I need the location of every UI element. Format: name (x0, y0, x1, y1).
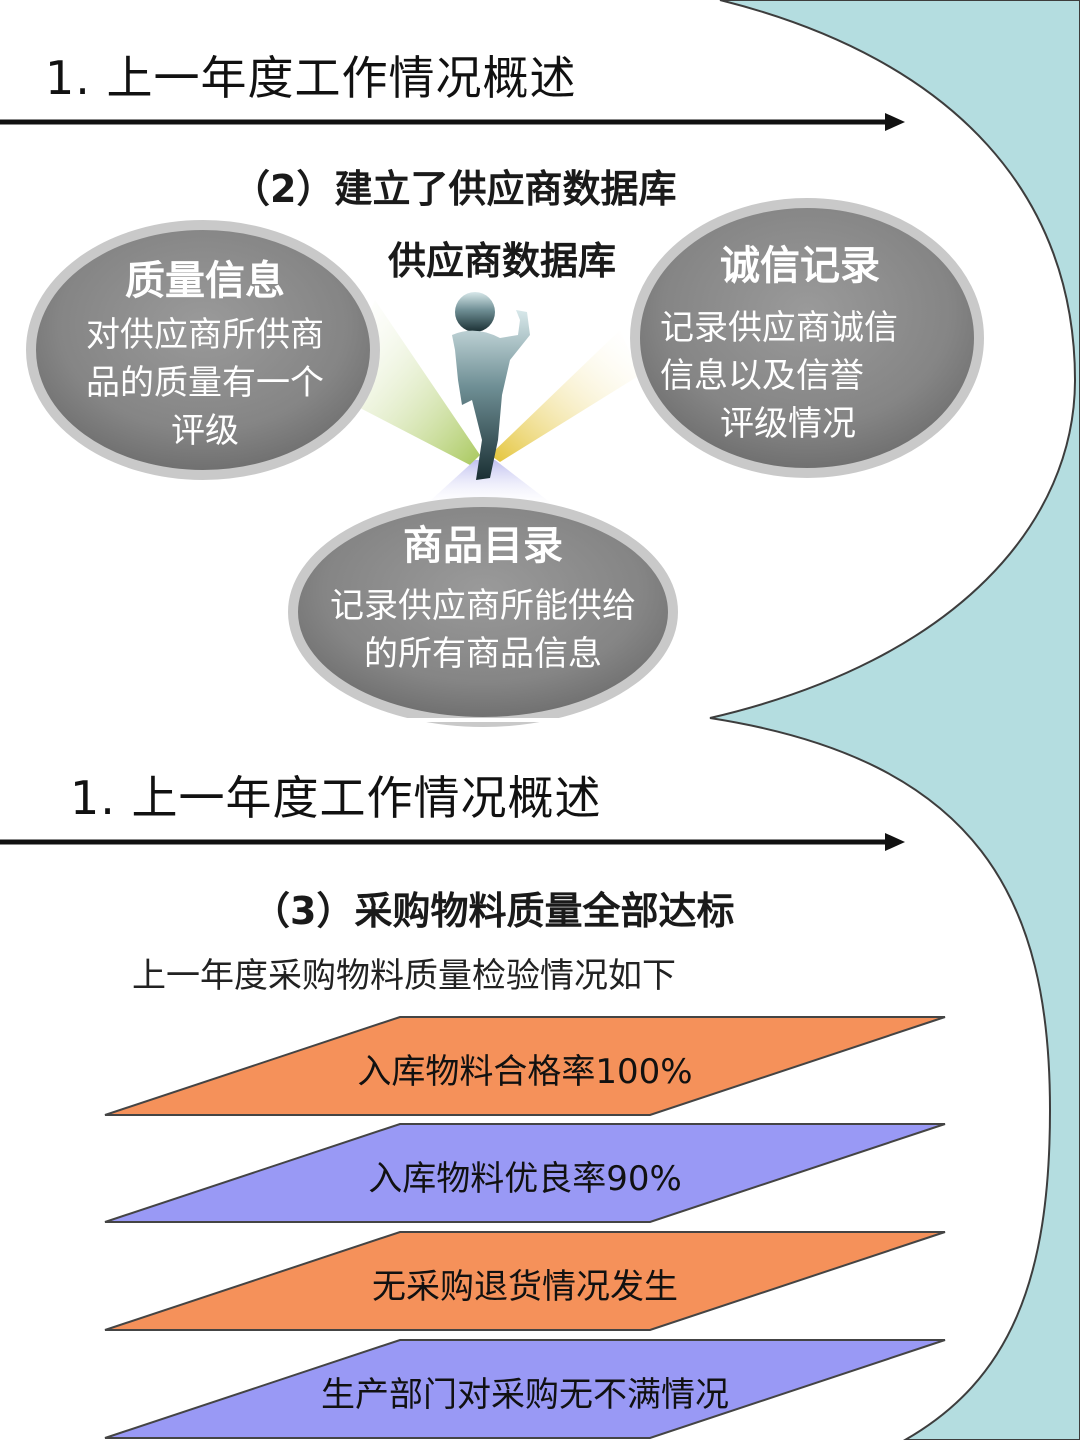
node-quality-desc-1: 对供应商所供商 (86, 315, 324, 355)
node-integrity-desc-3: 评级情况 (720, 404, 856, 444)
item-label-no-complaints: 生产部门对采购无不满情况 (321, 1375, 729, 1415)
node-integrity-desc-2: 信息以及信誉 (660, 356, 864, 396)
node-integrity-desc-1: 记录供应商诚信 (660, 308, 898, 348)
node-catalog-title: 商品目录 (403, 523, 563, 569)
arrowhead-2 (885, 833, 905, 851)
side-panel-shape (709, 0, 1080, 1440)
center-label: 供应商数据库 (388, 239, 617, 283)
arrowhead-1 (885, 113, 905, 131)
person-silhouette-icon (452, 292, 530, 480)
section1-subheading: （2）建立了供应商数据库 (232, 167, 677, 211)
item-label-excellent-rate: 入库物料优良率90% (368, 1159, 682, 1199)
node-quality-title: 质量信息 (125, 258, 285, 304)
ellipse-quality (26, 220, 380, 480)
section2-heading: 1. 上一年度工作情况概述 (70, 771, 602, 825)
node-catalog: 商品目录 记录供应商所能供给 的所有商品信息 (298, 520, 668, 678)
section1-heading: 1. 上一年度工作情况概述 (45, 51, 577, 105)
node-catalog-desc-1: 记录供应商所能供给 (330, 586, 636, 626)
node-quality: 质量信息 对供应商所供商 品的质量有一个 评级 (55, 255, 355, 455)
ellipse-integrity (630, 198, 984, 478)
node-quality-desc-2: 品的质量有一个 (86, 363, 324, 403)
section2-intro: 上一年度采购物料质量检验情况如下 (132, 956, 676, 996)
item-label-pass-rate: 入库物料合格率100% (357, 1052, 693, 1092)
node-catalog-desc-2: 的所有商品信息 (364, 634, 602, 674)
beam-bottom (420, 460, 560, 510)
node-integrity-title: 诚信记录 (720, 243, 880, 289)
item-label-no-returns: 无采购退货情况发生 (372, 1267, 678, 1307)
node-integrity: 诚信记录 记录供应商诚信 信息以及信誉 评级情况 (660, 240, 960, 448)
beam-right (490, 330, 640, 462)
parallelogram-shapes (104, 1016, 946, 1439)
node-quality-desc-3: 评级 (171, 411, 239, 451)
section2-subheading: （3）采购物料质量全部达标 (252, 889, 735, 933)
